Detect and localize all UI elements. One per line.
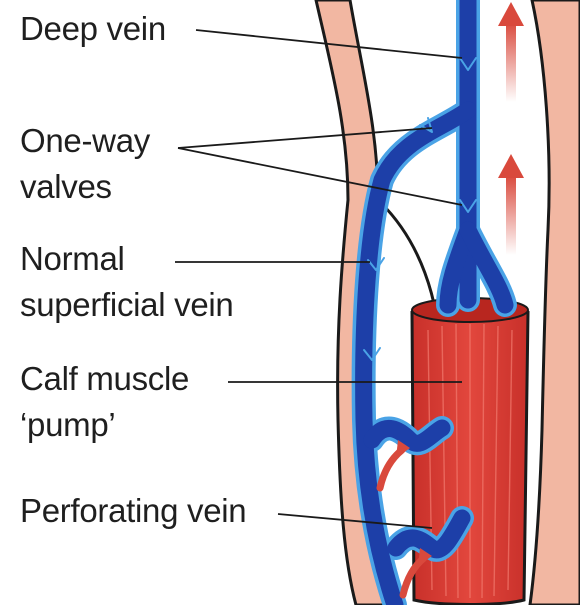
label-valves-line2: valves: [20, 168, 112, 206]
label-superficial-line1: Normal: [20, 240, 125, 278]
label-deep-vein: Deep vein: [20, 10, 166, 48]
leader-valve-bottom: [178, 148, 462, 205]
label-superficial-line2: superficial vein: [20, 286, 233, 324]
label-valves-line1: One-way: [20, 122, 150, 160]
label-perforating-vein: Perforating vein: [20, 492, 246, 530]
blood-flow-arrows: [498, 2, 524, 255]
label-calf-line2: ‘pump’: [20, 406, 115, 444]
label-calf-line1: Calf muscle: [20, 360, 189, 398]
